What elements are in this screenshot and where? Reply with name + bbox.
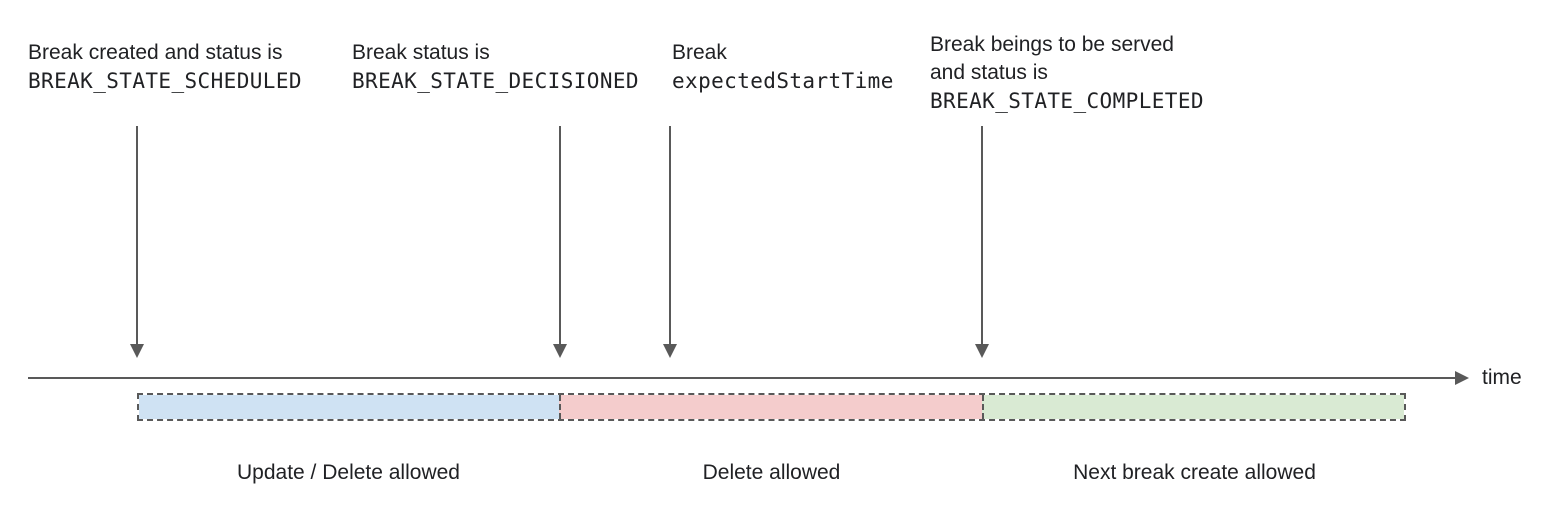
timeline-segments-bar [137,393,1406,421]
time-axis-label: time [1482,366,1522,389]
arrow-shaft [669,126,671,346]
arrow-head-icon [663,344,677,358]
arrow-shaft [136,126,138,346]
arrow-head-icon [130,344,144,358]
annotation-text: and status is [930,61,1048,84]
arrow-shaft [559,126,561,346]
annotation-expected-start-time: Break expectedStartTime [672,39,894,95]
annotation-text: Break created and status is [28,41,283,64]
annotation-text: Break [672,41,727,64]
annotation-text: Break status is [352,41,490,64]
segment-update-delete-allowed [139,395,560,419]
time-axis-line [28,377,1458,379]
annotation-text: Break beings to be served [930,33,1174,56]
annotation-break-scheduled: Break created and status is BREAK_STATE_… [28,39,302,95]
time-axis-arrow-head-icon [1455,371,1469,385]
annotation-code-text: BREAK_STATE_COMPLETED [930,89,1204,113]
down-arrow-scheduled [129,126,145,360]
down-arrow-completed [974,126,990,360]
segment-label-update-delete: Update / Delete allowed [237,461,460,484]
down-arrow-decisioned [552,126,568,360]
segment-delete-allowed [559,395,982,419]
arrow-head-icon [975,344,989,358]
annotation-code-text: BREAK_STATE_SCHEDULED [28,69,302,93]
annotation-code-text: BREAK_STATE_DECISIONED [352,69,639,93]
annotation-break-decisioned: Break status is BREAK_STATE_DECISIONED [352,39,639,95]
annotation-code-text: expectedStartTime [672,69,894,93]
down-arrow-expected-start-time [662,126,678,360]
segment-label-next-break: Next break create allowed [1073,461,1316,484]
segment-label-delete: Delete allowed [702,461,841,484]
arrow-head-icon [553,344,567,358]
annotation-break-completed: Break beings to be served and status is … [930,31,1204,115]
arrow-shaft [981,126,983,346]
segment-next-break-create-allowed [981,395,1404,419]
